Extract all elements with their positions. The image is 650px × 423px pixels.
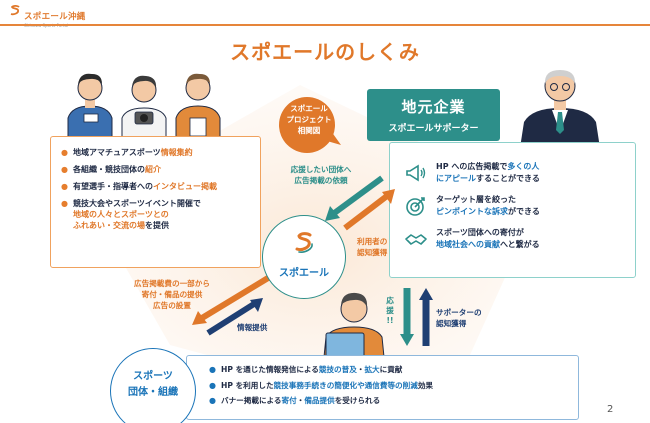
logo-subtext: Okinawa Sports Portal: [24, 23, 69, 28]
megaphone-icon: [406, 164, 426, 182]
target-icon: [406, 197, 425, 216]
page-number: 2: [607, 404, 614, 415]
arrow-orange-down-left: [192, 275, 270, 325]
person-man-icon: [67, 73, 113, 140]
list-item: ● 競技大会やスポーツイベント開催で 地域の人々とスポーツとの ふれあい・交流の…: [61, 199, 201, 230]
bullet-icon: ●: [209, 380, 216, 390]
label-user-recognition: 利用者の認知獲得: [357, 237, 388, 257]
list-item: HP への広告掲載で多くの人 にアピールすることができる: [404, 161, 627, 185]
label-info-provide: 情報提供: [237, 323, 268, 332]
person-laptop-illustration: [323, 292, 385, 357]
logo-mark-icon: [10, 4, 20, 16]
label-ad-request: 応援したい団体へ広告掲載の依頼: [290, 165, 352, 185]
bullet-icon: ●: [209, 365, 216, 374]
bullet-icon: ●: [61, 199, 68, 208]
logo-text: スポエール沖縄: [24, 12, 86, 22]
company-subtitle: スポエールサポーター: [388, 124, 479, 134]
arrow-orange-up-right: [343, 189, 395, 231]
label-donation: 広告掲載費の一部から寄付・備品の提供広告の設置: [134, 279, 210, 310]
label-cheer: 応援!!: [386, 296, 394, 325]
sports-label: スポーツ団体・組織: [128, 371, 178, 398]
person-coach-icon: [175, 73, 221, 140]
list-item: ターゲット層を絞った ピンポイントな訴求ができる: [404, 194, 627, 218]
person-camera-icon: [121, 75, 167, 140]
label-supporter-recognition: サポーターの認知獲得: [436, 308, 482, 328]
logo[interactable]: スポエール沖縄 Okinawa Sports Portal: [8, 4, 86, 28]
speech-bubble: [279, 97, 341, 153]
list-item: ● バナー掲載による寄付・備品提供を受けられる: [209, 396, 381, 405]
handshake-icon: [405, 234, 427, 245]
businessman-illustration: [520, 70, 600, 148]
bullet-icon: ●: [61, 148, 68, 157]
sports-benefits-panel: ● HP を通じた情報発信による競技の普及・拡大に貢献 ● HP を利用した競技…: [186, 355, 579, 420]
bullet-icon: ●: [61, 165, 68, 174]
sports-circle: [110, 348, 196, 423]
header-rule: [0, 24, 650, 26]
arrow-navy-up: [419, 288, 433, 346]
bubble-text: スポエール プロジェクト 相関図: [286, 104, 332, 135]
features-panel: ● 地域アマチュアスポーツ情報集約 ● 各組織・競技団体の紹介 ● 有望選手・指…: [50, 136, 261, 268]
arrow-teal-down: [400, 288, 414, 346]
list-item: ● HP を利用した競技事務手続きの簡便化や通信費等の削減効果: [209, 380, 434, 390]
center-circle: [262, 215, 346, 299]
list-item: ● 各組織・競技団体の紹介: [61, 165, 161, 174]
bullet-icon: ●: [209, 396, 216, 405]
arrow-teal-down-left: [325, 175, 384, 221]
spoale-logo-icon: [295, 232, 313, 253]
list-item: ● 有望選手・指導者へのインタビュー掲載: [61, 182, 217, 191]
company-title: 地元企業: [401, 98, 466, 116]
company-box: 地元企業 スポエールサポーター: [367, 89, 500, 141]
page-title: スポエールのしくみ: [230, 40, 420, 64]
list-item: スポーツ団体への寄付が 地域社会への貢献へと繋がる: [404, 227, 627, 251]
bullet-icon: ●: [61, 182, 68, 191]
center-label: スポエール: [279, 268, 329, 279]
list-item: ● 地域アマチュアスポーツ情報集約: [61, 148, 193, 157]
supporter-benefits-panel: HP への広告掲載で多くの人 にアピールすることができる ターゲット層を絞った …: [389, 142, 636, 278]
people-illustration: [67, 73, 221, 140]
arrow-navy-up-right: [206, 298, 263, 336]
list-item: ● HP を通じた情報発信による競技の普及・拡大に貢献: [209, 365, 403, 374]
